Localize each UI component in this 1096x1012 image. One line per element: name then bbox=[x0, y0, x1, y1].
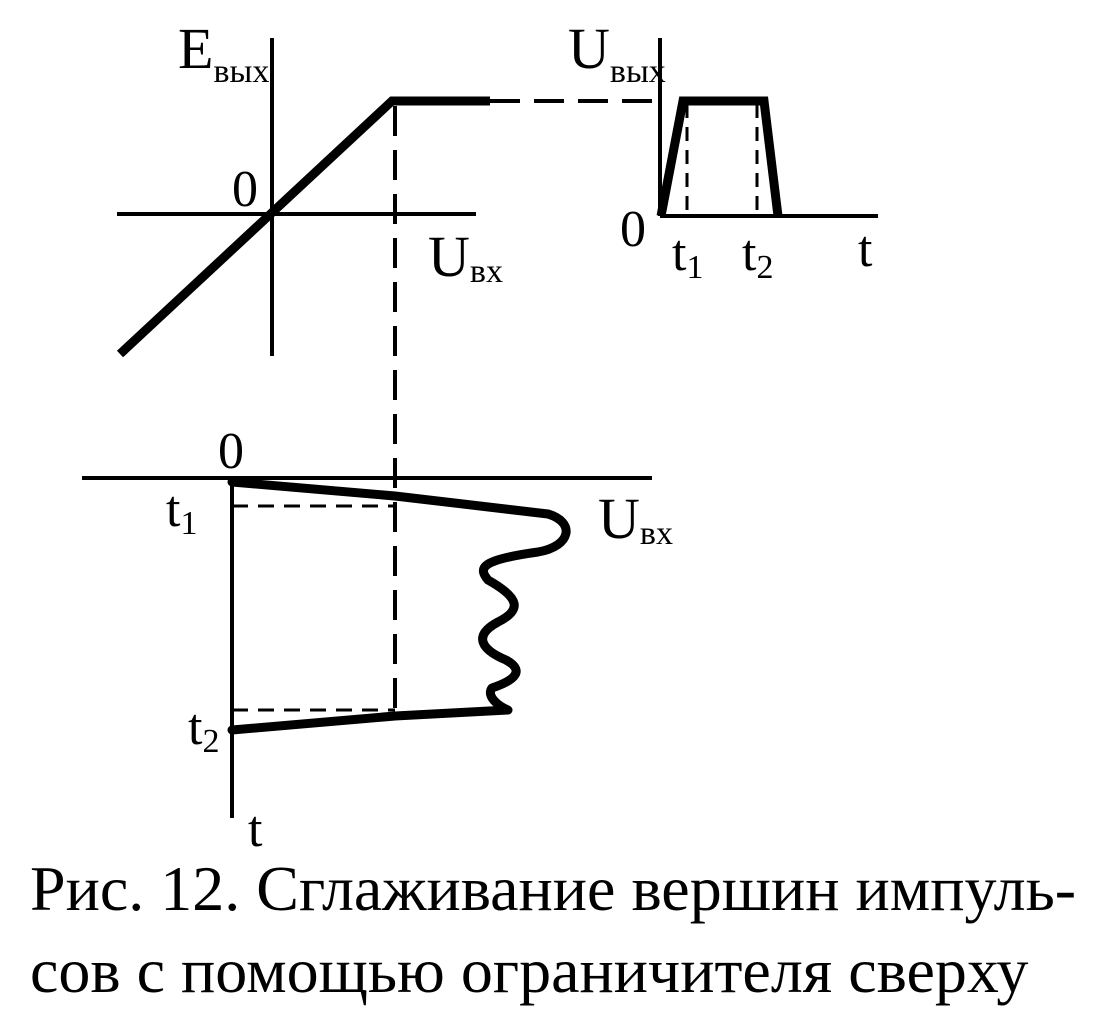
output-y-axis-label: Uвых bbox=[568, 16, 666, 90]
input-t1-label: t1 bbox=[166, 481, 197, 542]
input-signal-waveform bbox=[227, 477, 571, 735]
input-signal-plot: 0 Uвх t1 t2 t bbox=[82, 423, 673, 858]
output-pulse-plot: Uвых 0 t1 t2 t bbox=[568, 16, 878, 286]
transfer-y-axis-label: Eвых bbox=[178, 16, 269, 90]
input-t-axis-label: t bbox=[248, 801, 263, 858]
projection-lines bbox=[393, 99, 665, 718]
output-t1-label: t1 bbox=[672, 225, 703, 286]
input-signal-label: Uвх bbox=[598, 486, 673, 552]
transfer-curve bbox=[116, 96, 490, 358]
caption-line-1: Рис. 12. Сглаживание вершин импуль- bbox=[30, 853, 1077, 924]
transfer-x-axis-label: Uвх bbox=[428, 224, 503, 290]
output-origin-label: 0 bbox=[620, 201, 646, 258]
figure-caption: Рис. 12. Сглаживание вершин импуль- сов … bbox=[30, 848, 1080, 1012]
input-t2-label: t2 bbox=[188, 699, 219, 760]
input-origin-label: 0 bbox=[218, 423, 244, 480]
output-t-axis-label: t bbox=[858, 221, 873, 278]
caption-line-2: сов с помощью ограничителя сверху bbox=[30, 935, 1029, 1006]
transfer-characteristic-plot: Eвых 0 Uвх bbox=[116, 16, 503, 358]
transfer-origin-label: 0 bbox=[232, 161, 258, 218]
output-pulse-waveform bbox=[656, 96, 783, 217]
output-t2-label: t2 bbox=[742, 225, 773, 286]
